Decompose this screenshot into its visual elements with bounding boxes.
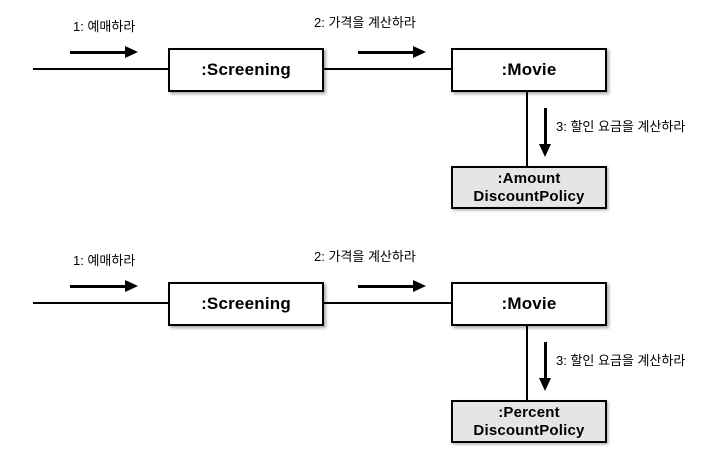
object-label-line1: :Amount <box>497 169 561 187</box>
object-label-screening: :Screening <box>201 294 291 313</box>
message-1-arrow-right-icon <box>70 46 140 59</box>
link-line-middle <box>324 302 451 304</box>
message-3-arrow-down-icon <box>539 342 552 392</box>
arrow-head-icon <box>125 280 138 292</box>
message-3-arrow-down-icon <box>539 108 552 158</box>
link-line-vertical <box>526 326 528 400</box>
arrow-head-icon <box>413 46 426 58</box>
arrow-shaft <box>358 51 414 54</box>
arrow-shaft <box>70 51 126 54</box>
message-2-arrow-right-icon <box>358 46 428 59</box>
message-2-arrow-right-icon <box>358 280 428 293</box>
link-line-left <box>33 302 168 304</box>
message-2-label: 2: 가격을 계산하라 <box>314 249 416 264</box>
arrow-shaft <box>70 285 126 288</box>
object-box-screening: :Screening <box>168 282 324 326</box>
arrow-head-icon <box>539 378 551 391</box>
message-1-label: 1: 예매하라 <box>73 253 136 268</box>
arrow-head-icon <box>413 280 426 292</box>
link-line-middle <box>324 68 451 70</box>
object-label-line2: DiscountPolicy <box>473 187 585 205</box>
object-label-movie: :Movie <box>501 294 557 313</box>
arrow-shaft <box>544 342 547 379</box>
link-line-vertical <box>526 92 528 166</box>
object-box-movie: :Movie <box>451 282 607 326</box>
object-box-amount-discount-policy: :Amount DiscountPolicy <box>451 166 607 209</box>
message-1-arrow-right-icon <box>70 280 140 293</box>
link-line-left <box>33 68 168 70</box>
object-box-movie: :Movie <box>451 48 607 92</box>
object-label-movie: :Movie <box>501 60 557 79</box>
object-box-percent-discount-policy: :Percent DiscountPolicy <box>451 400 607 443</box>
object-label-line2: DiscountPolicy <box>473 421 585 439</box>
arrow-shaft <box>358 285 414 288</box>
object-label-line1: :Percent <box>498 403 560 421</box>
message-1-label: 1: 예매하라 <box>73 19 136 34</box>
object-label-screening: :Screening <box>201 60 291 79</box>
arrow-head-icon <box>125 46 138 58</box>
arrow-head-icon <box>539 144 551 157</box>
arrow-shaft <box>544 108 547 145</box>
message-3-label: 3: 할인 요금을 계산하라 <box>556 353 686 368</box>
diagram-percent-discount-policy: 1: 예매하라 :Screening 2: 가격을 계산하라 :Movie 3:… <box>0 234 728 467</box>
message-3-label: 3: 할인 요금을 계산하라 <box>556 119 686 134</box>
object-box-screening: :Screening <box>168 48 324 92</box>
message-2-label: 2: 가격을 계산하라 <box>314 15 416 30</box>
diagram-amount-discount-policy: 1: 예매하라 :Screening 2: 가격을 계산하라 :Movie 3:… <box>0 0 728 233</box>
